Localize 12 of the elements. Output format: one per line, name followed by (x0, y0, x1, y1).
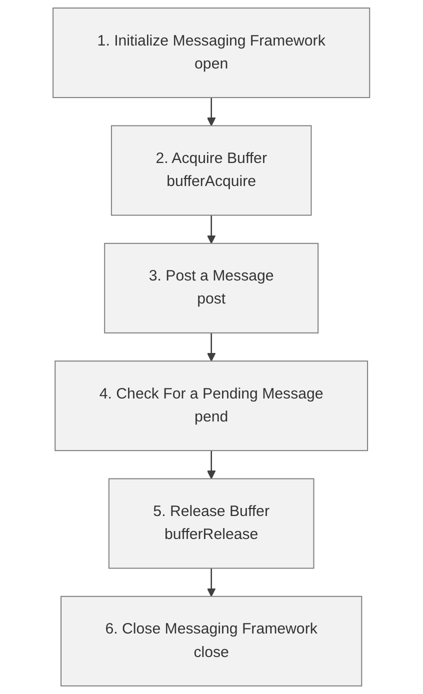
arrow (207, 98, 216, 126)
node-box (54, 360, 368, 452)
node-box (111, 125, 312, 216)
flowchart: 1. Initialize Messaging Framework open 2. Acquire Buffer bufferAcquire 3. Post a Message post 4. Check For a Pending Message pend 5. Release Buffer bufferRelease 6. Close Messaging Framework close (45, 0, 378, 694)
arrow (207, 215, 216, 244)
node-box (108, 478, 314, 569)
node-box (52, 8, 370, 98)
node-box (104, 242, 319, 334)
arrow (207, 332, 216, 362)
arrow (207, 568, 216, 597)
node-box (60, 596, 362, 686)
arrow (207, 450, 216, 480)
